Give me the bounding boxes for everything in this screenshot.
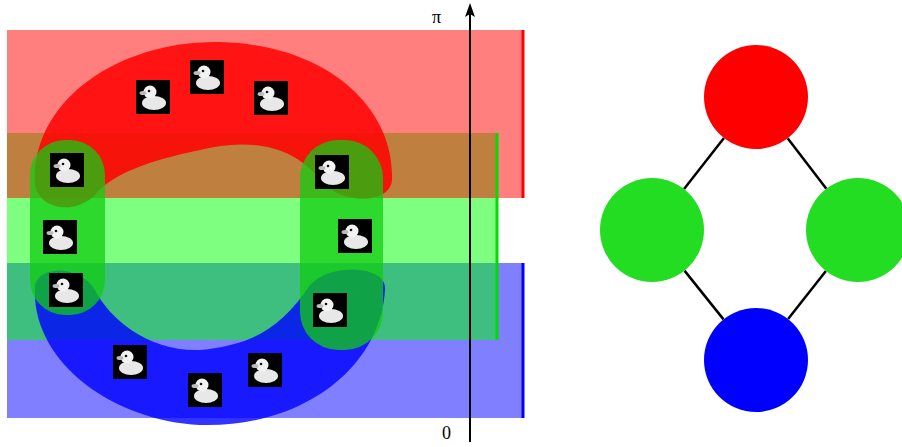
graph-vertex <box>600 178 704 282</box>
green-region <box>300 140 383 350</box>
graph-edge <box>684 138 724 189</box>
axis-line <box>469 14 471 442</box>
graph-edge <box>788 138 827 188</box>
green-region <box>30 140 105 315</box>
graph-edge <box>684 271 723 320</box>
axis-label: π <box>432 8 441 26</box>
vertex-circle <box>806 178 902 282</box>
graph-vertex <box>806 178 902 282</box>
graph-vertex <box>704 45 808 149</box>
vertex-circle <box>704 308 808 412</box>
axis-arrow <box>465 3 475 17</box>
axis-label: 0 <box>442 424 451 442</box>
vertex-circle <box>704 45 808 149</box>
vertex-circle <box>600 178 704 282</box>
graph-edge <box>788 271 826 319</box>
graph-vertex <box>704 308 808 412</box>
duck-images <box>43 60 372 407</box>
